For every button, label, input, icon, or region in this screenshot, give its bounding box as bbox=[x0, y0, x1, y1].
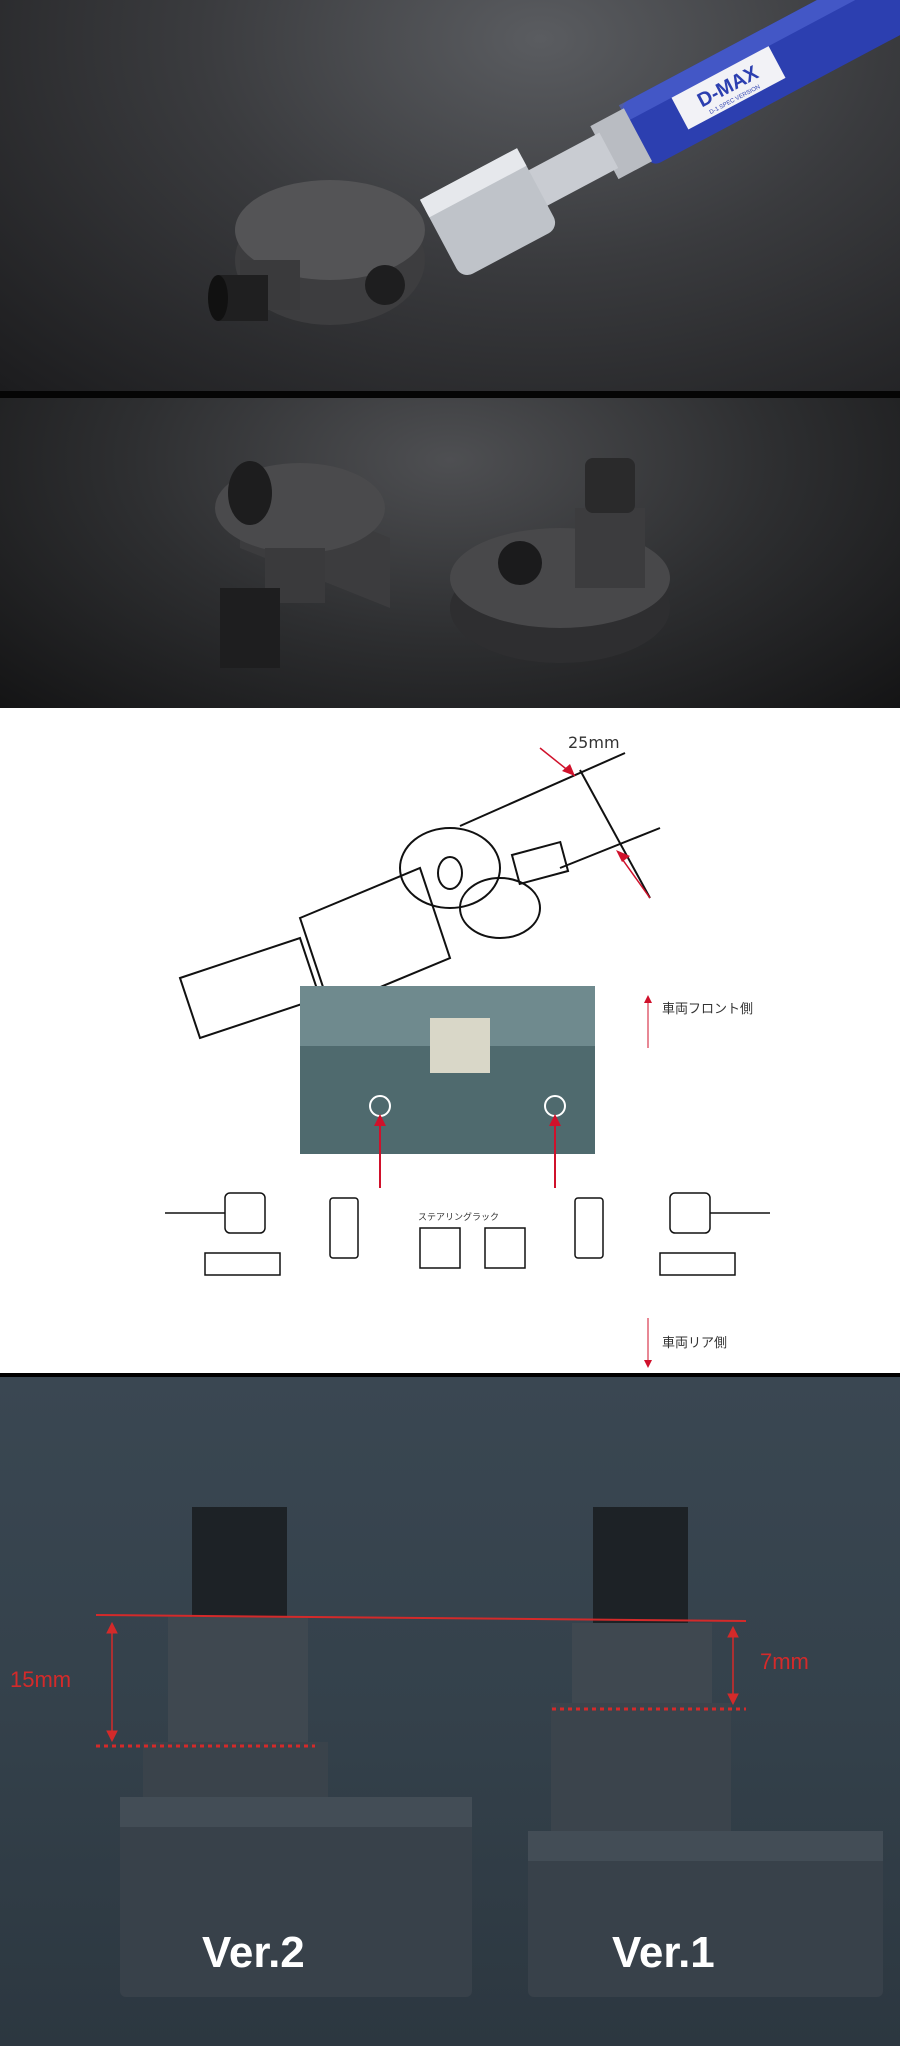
ver2-label: Ver.2 bbox=[202, 1928, 305, 1977]
dimension-markers bbox=[95, 1614, 747, 1748]
steering-rack-label: ステアリングラック bbox=[418, 1213, 500, 1223]
version-comparison-photo: 15mm 7mm bbox=[0, 1377, 900, 2046]
version-comparison-illustration bbox=[95, 1507, 883, 1997]
divider bbox=[0, 1373, 900, 1377]
rear-side-label: 車両リア側 bbox=[662, 1336, 728, 1351]
exploded-view bbox=[165, 1192, 770, 1276]
adapter-parts-illustration bbox=[215, 458, 670, 668]
adapter-part-right bbox=[450, 458, 670, 663]
installation-diagram: 25mm 車両フロント側 ステアリングラック 車両リア側 bbox=[0, 708, 900, 1373]
dimension-label: 25mm bbox=[568, 733, 620, 752]
tie-rod-illustration: D-MAX D-1 SPEC VERSION bbox=[208, 0, 900, 325]
divider bbox=[0, 391, 900, 398]
front-side-label: 車両フロント側 bbox=[662, 1002, 754, 1017]
ver1-part bbox=[528, 1507, 883, 1997]
ver2-part bbox=[120, 1507, 472, 1997]
adapter-part bbox=[208, 180, 425, 325]
ver1-dimension-label: 7mm bbox=[760, 1649, 809, 1674]
product-photo-parts bbox=[0, 398, 900, 708]
adapter-part-left bbox=[215, 461, 390, 668]
product-photo-assembled: D-MAX D-1 SPEC VERSION bbox=[0, 0, 900, 391]
ver2-dimension-label: 15mm bbox=[10, 1667, 72, 1692]
ver1-label: Ver.1 bbox=[612, 1928, 715, 1977]
brand-sticker bbox=[671, 46, 786, 130]
dimension-drawing: 25mm bbox=[165, 733, 770, 1368]
